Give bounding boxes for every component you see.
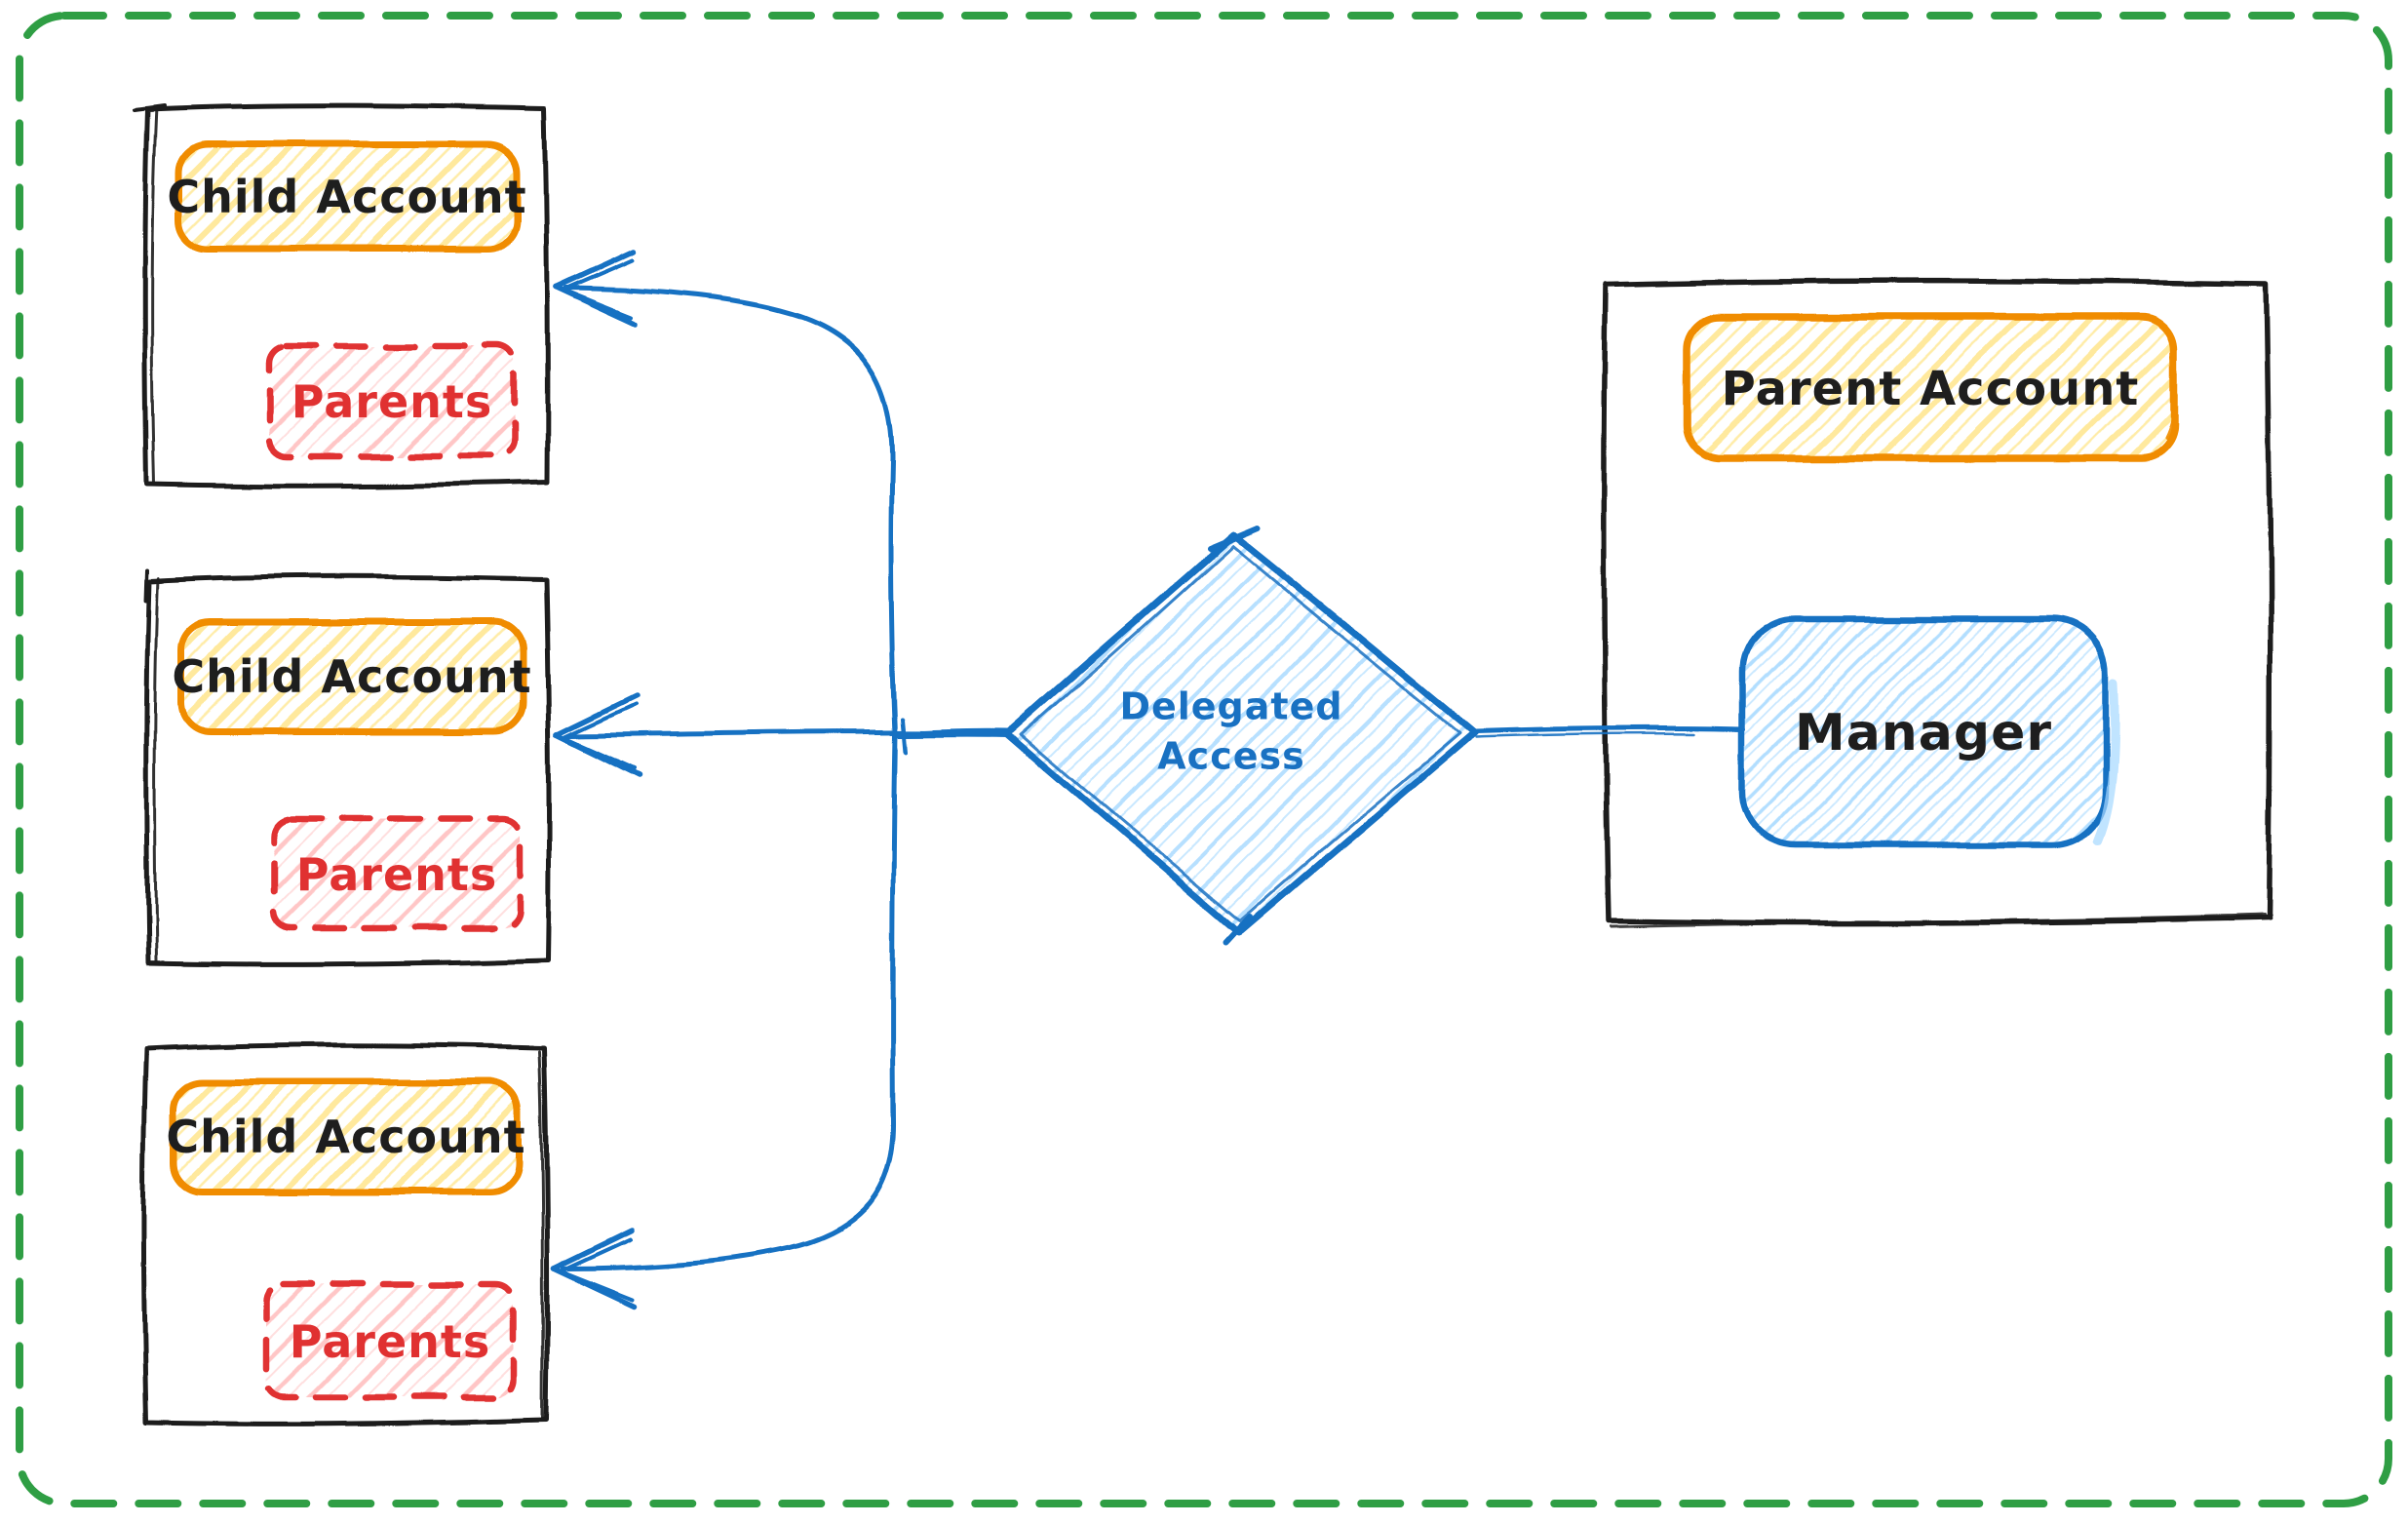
child-account-pill-3 bbox=[170, 1078, 523, 1195]
connector-line bbox=[1471, 725, 1746, 734]
diamond-double-stroke bbox=[1020, 544, 1460, 922]
delegated-access-line2: Access bbox=[1157, 735, 1305, 778]
arrowhead bbox=[551, 1228, 635, 1271]
diamond-bottom-tick bbox=[1223, 914, 1253, 945]
parent-account-label: Parent Account bbox=[1721, 362, 2140, 416]
arrowhead bbox=[559, 1237, 633, 1273]
delegated-access-line1: Delegated bbox=[1119, 684, 1343, 728]
arrow-line bbox=[561, 731, 1011, 1271]
parents-box-2 bbox=[270, 815, 524, 932]
child-account-label-2: Child Account bbox=[172, 650, 532, 703]
child-account-label-1: Child Account bbox=[167, 171, 527, 223]
arrowhead bbox=[554, 692, 640, 737]
arrow-to-child-1 bbox=[553, 249, 1011, 736]
child-box-corner-tick-2 bbox=[143, 568, 148, 602]
arrowhead bbox=[553, 249, 637, 291]
delegated-access-diamond bbox=[1004, 526, 1477, 945]
child-box-double-edge-1 bbox=[150, 104, 158, 487]
child-account-pill-2 bbox=[177, 618, 527, 735]
connector-double-line bbox=[1472, 732, 1695, 739]
manager-box bbox=[1738, 615, 2110, 849]
manager-label: Manager bbox=[1794, 704, 2053, 762]
child-account-group-2 bbox=[143, 568, 552, 967]
arrow-to-child-3 bbox=[551, 731, 1011, 1309]
canvas-dashed-border bbox=[16, 12, 2392, 1507]
parent-account-group bbox=[1601, 278, 2273, 928]
arrowhead bbox=[562, 702, 638, 739]
child-box-double-edge-2 bbox=[153, 576, 160, 963]
parents-label-3: Parents bbox=[289, 1315, 491, 1368]
child-account-label-3: Child Account bbox=[166, 1111, 526, 1163]
arrowhead bbox=[560, 288, 634, 320]
child-box-double-edge-3 bbox=[537, 1049, 544, 1422]
child-box-corner-tick-1 bbox=[133, 103, 166, 111]
child-account-group-3 bbox=[140, 1041, 550, 1426]
parents-label-2: Parents bbox=[295, 848, 498, 901]
arrow-line bbox=[563, 286, 1011, 736]
parent-pill-double-stroke bbox=[2164, 354, 2178, 441]
manager-box-shadow-stroke bbox=[2093, 678, 2119, 845]
parent-box-double-edge bbox=[1609, 913, 2266, 928]
diamond-top-tick bbox=[1206, 526, 1261, 552]
connector-diamond-to-manager bbox=[1471, 725, 1746, 739]
child-account-group-1 bbox=[133, 102, 550, 489]
child-account-pill-1 bbox=[175, 140, 521, 253]
parents-label-1: Parents bbox=[291, 375, 493, 428]
arrowhead bbox=[561, 258, 635, 293]
parents-box-1 bbox=[265, 342, 519, 460]
parents-box-3 bbox=[262, 1280, 518, 1401]
arrowhead bbox=[558, 1269, 635, 1302]
arrowhead bbox=[561, 734, 637, 770]
delegated-access-label: Delegated Access bbox=[1119, 683, 1342, 783]
